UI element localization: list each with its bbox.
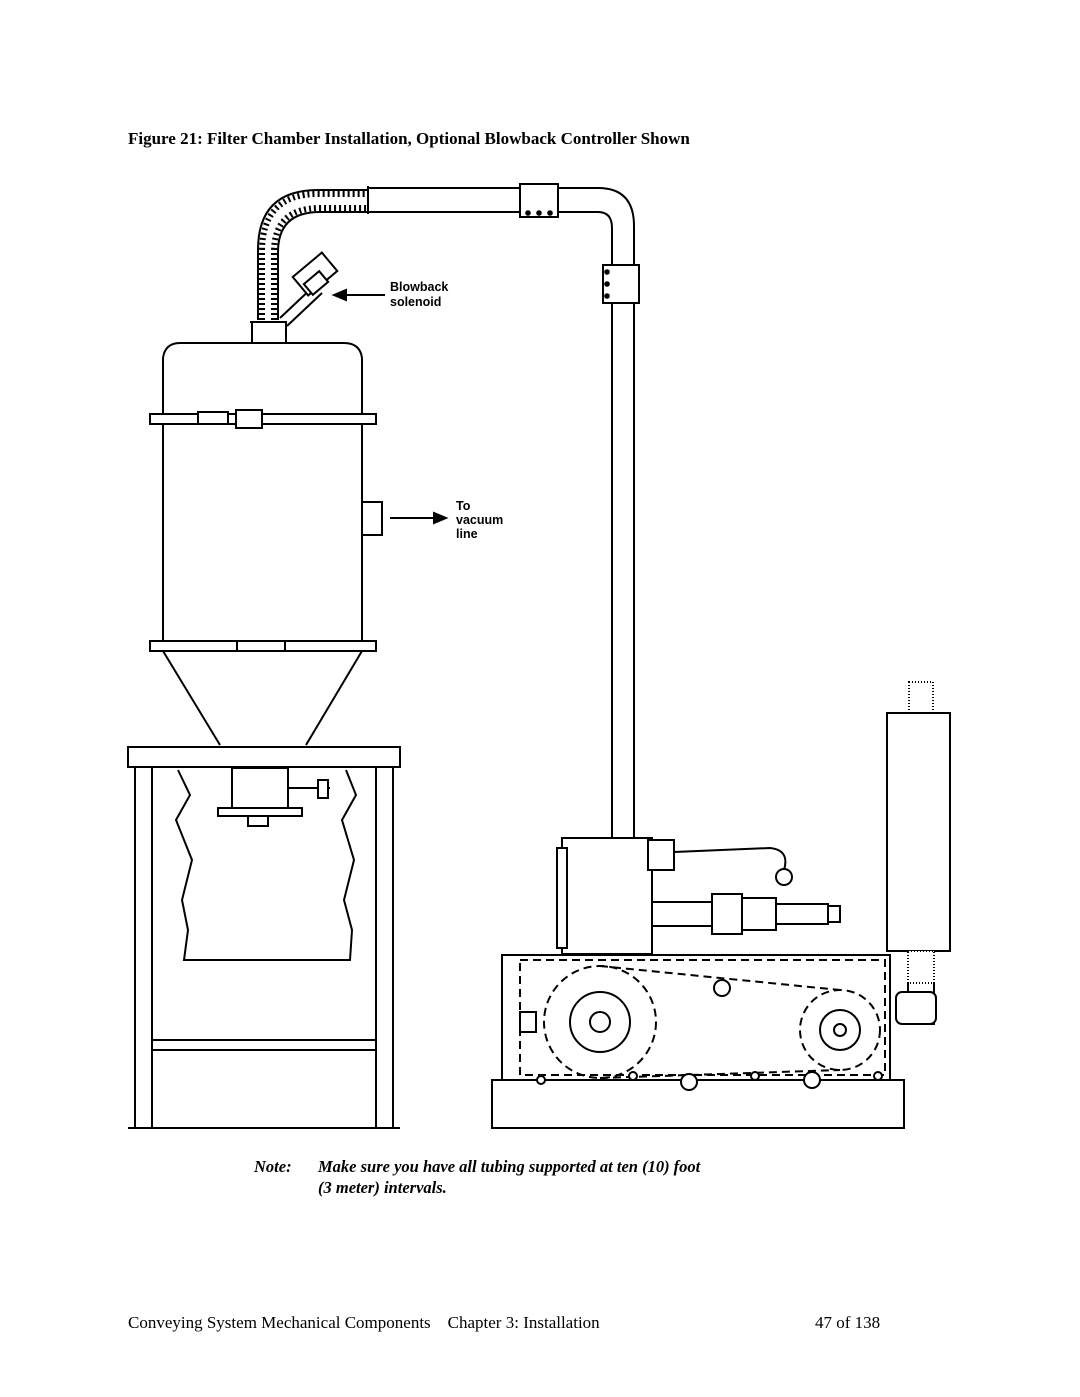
blowback-solenoid [279,251,339,327]
filter-chamber [149,321,383,746]
figure-caption: Figure 21: Filter Chamber Installation, … [128,129,690,148]
footer-section-title: Conveying System Mechanical Components C… [128,1313,600,1332]
blowback-label-1: Blowback [390,280,448,294]
vacuum-pump [491,837,905,1129]
vacuum-label-3: line [456,527,478,541]
note-line-1: Make sure you have all tubing supported … [318,1157,701,1176]
vacuum-label-1: To [456,499,471,513]
silencer [886,681,951,1025]
vacuum-label-2: vacuum [456,513,503,527]
flexible-hose [257,189,368,320]
note: Note: Make sure you have all tubing suppo… [254,1156,814,1198]
blowback-label-2: solenoid [390,295,441,309]
stand [127,746,401,1129]
note-line-2: (3 meter) intervals. [318,1178,447,1197]
footer-page-number: 47 of 138 [815,1313,881,1332]
note-tag: Note: [254,1157,292,1176]
upper-pipe [367,183,640,838]
